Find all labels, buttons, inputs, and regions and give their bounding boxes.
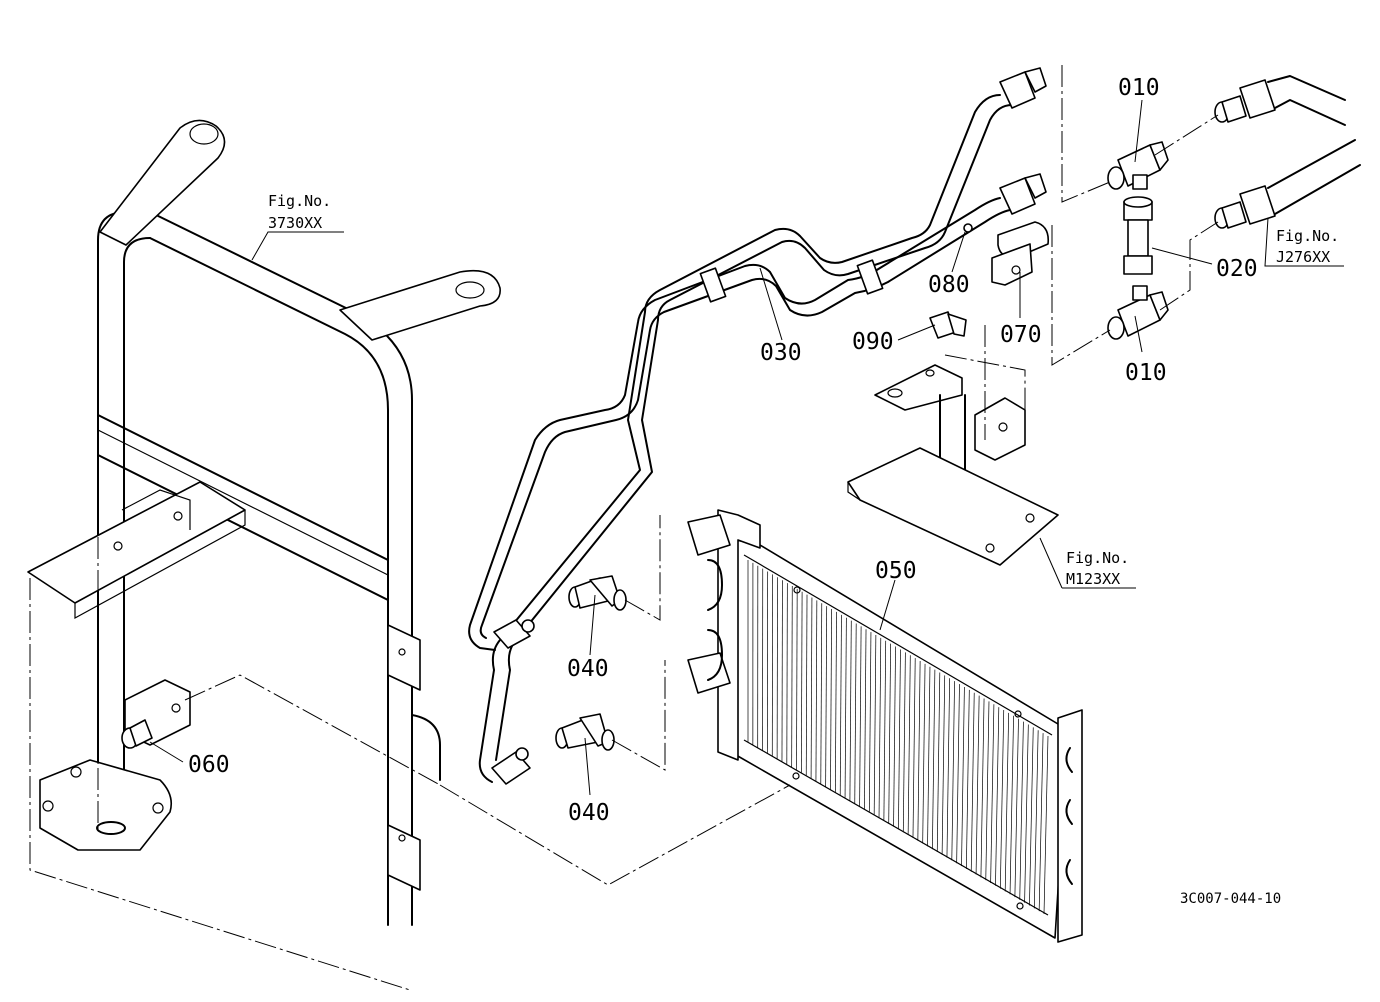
label-010-lower: 010	[1125, 360, 1167, 386]
cooler-fin	[985, 701, 990, 881]
cooler-fin	[966, 689, 970, 869]
cooler-fin	[912, 658, 916, 838]
cooler-fin	[854, 623, 857, 805]
cooler-fin	[980, 698, 985, 878]
fig-ref-m123-line1: Fig.No.	[1066, 549, 1129, 567]
cooler-fin	[1019, 721, 1024, 900]
fig-ref-m123-line2: M123XX	[1066, 570, 1120, 588]
cooler-fin	[859, 626, 862, 807]
cooler-fin	[990, 704, 995, 883]
cooler-fin	[810, 597, 813, 779]
fig-ref-j276-line1: Fig.No.	[1276, 227, 1339, 245]
phantom-line-040b	[611, 660, 666, 771]
cooler-fin	[917, 660, 921, 841]
cooler-fin	[1029, 727, 1034, 906]
cooler-fin	[1043, 735, 1049, 915]
cooler-fin	[878, 637, 882, 819]
elbow-040-upper	[568, 575, 627, 611]
fitting-010-lower	[1107, 285, 1169, 340]
cooler-fin	[927, 666, 931, 847]
cooler-fin	[834, 611, 837, 793]
cooler-fin	[1038, 733, 1044, 912]
cooler-fin	[995, 707, 1000, 886]
cooler-fin	[873, 635, 877, 816]
cooler-fin	[805, 594, 808, 776]
cooler-fin	[825, 606, 828, 788]
cooler-fin	[786, 583, 788, 765]
cooler-fin	[932, 669, 936, 850]
oil-cooler-050	[184, 509, 1083, 943]
cooler-fin	[864, 629, 867, 810]
cooler-fin	[849, 620, 852, 802]
cooler-fin	[1033, 730, 1039, 909]
pipe-assembly	[468, 67, 1047, 785]
cooler-fin	[951, 681, 955, 861]
phantom-line-040a	[624, 515, 661, 621]
elbow-040-lower	[555, 713, 615, 751]
cooler-fin	[902, 652, 906, 833]
label-010-upper: 010	[1118, 75, 1160, 101]
cooler-fin	[907, 655, 911, 836]
cooler-fin	[830, 609, 832, 790]
cooler-fin	[893, 646, 896, 827]
pipe-fig-j276	[1154, 75, 1361, 311]
clamp-070	[991, 221, 1050, 286]
connector-020	[1123, 196, 1153, 275]
cooler-fin	[946, 678, 950, 858]
label-060: 060	[188, 752, 230, 778]
cooler-fin	[820, 603, 823, 785]
bolt-090	[929, 311, 967, 339]
phantom-line-010	[1061, 65, 1111, 203]
cooler-fin	[888, 643, 891, 824]
cooler-fin	[791, 585, 793, 768]
label-040-lower: 040	[568, 800, 610, 826]
bracket-m123	[847, 325, 1059, 566]
cooler-fin	[868, 632, 872, 813]
cooler-fin	[1009, 715, 1014, 895]
cooler-fin	[898, 649, 901, 830]
fig-ref-j276-line2: J276XX	[1276, 248, 1330, 266]
cooler-fin	[1024, 724, 1029, 903]
cooler-fin	[839, 614, 842, 796]
part-labels: 010 010 020 030 040 040 050 060 070 080 …	[188, 75, 1258, 826]
cooler-fin	[844, 617, 847, 799]
fitting-010-upper	[1107, 141, 1169, 190]
cooler-fin	[796, 588, 798, 771]
label-040-upper: 040	[567, 656, 609, 682]
cooler-fin	[883, 640, 887, 821]
cooler-fin	[970, 692, 975, 872]
cooler-fin	[815, 600, 818, 782]
drawing-code: 3C007-044-10	[1180, 891, 1281, 907]
label-090: 090	[852, 329, 894, 355]
cooler-fin	[999, 710, 1005, 889]
label-080: 080	[928, 272, 970, 298]
cooler-fin	[801, 591, 803, 774]
phantom-line-010b	[1051, 225, 1111, 366]
bolt-060	[121, 719, 153, 749]
label-030: 030	[760, 340, 802, 366]
cooler-fin	[961, 686, 965, 867]
cooler-fin	[941, 675, 946, 855]
cooler-fin	[956, 684, 960, 864]
figure-references: Fig.No. 3730XX Fig.No. J276XX Fig.No. M1…	[268, 192, 1339, 588]
label-050: 050	[875, 558, 917, 584]
fig-ref-3730-line1: Fig.No.	[268, 192, 331, 210]
cooler-fin	[975, 695, 980, 875]
fig-ref-3730-line2: 3730XX	[268, 214, 322, 232]
label-020: 020	[1216, 256, 1258, 282]
cooler-fin	[922, 663, 926, 844]
label-070: 070	[1000, 322, 1042, 348]
cab-frame	[27, 119, 501, 991]
leader-lines	[149, 99, 1344, 796]
cooler-fin	[1004, 712, 1010, 892]
cooler-fin	[1014, 718, 1019, 898]
cooler-fin	[936, 672, 941, 852]
bolt-080	[963, 223, 973, 233]
